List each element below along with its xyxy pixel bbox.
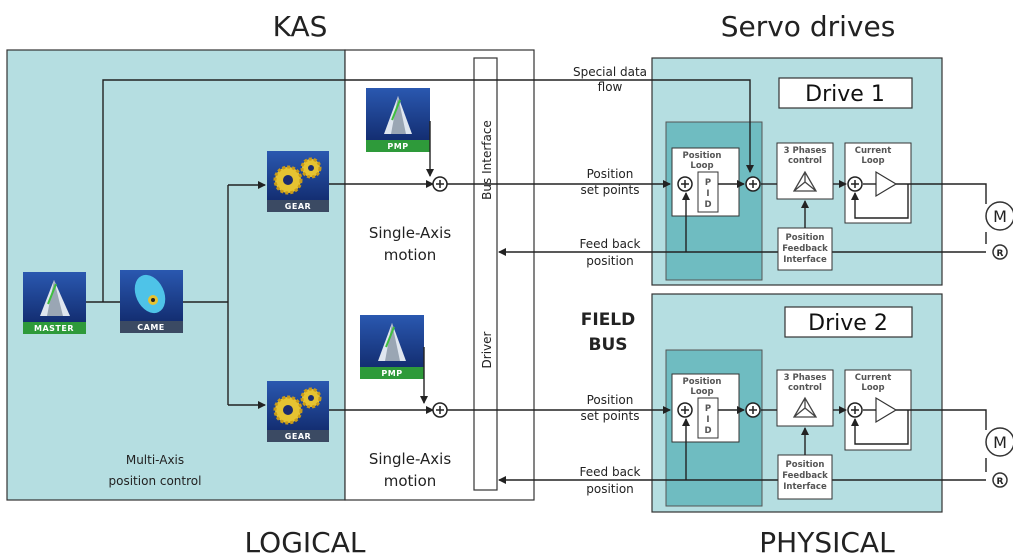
pmp-icon-top: PMP — [366, 88, 430, 152]
sum-junction-kas-bottom — [432, 402, 448, 418]
position-label-2-b: set points — [580, 409, 639, 423]
svg-text:Interface: Interface — [783, 255, 827, 265]
physical-title: PHYSICAL — [759, 526, 895, 558]
servo-title: Servo drives — [721, 10, 896, 43]
bus-interface-label: Bus Interface — [480, 120, 494, 200]
special-flow-label-1: Special data — [573, 65, 647, 79]
svg-text:Current: Current — [855, 373, 892, 383]
single-axis-label-1-b: motion — [384, 246, 437, 264]
multi-axis-label-1: Multi-Axis — [126, 453, 184, 467]
drive-2-title-box — [784, 306, 913, 338]
gear-label-top: GEAR — [285, 202, 311, 211]
svg-text:Loop: Loop — [861, 156, 884, 166]
feedback-label-2-b: position — [586, 482, 634, 496]
kas-wiring — [86, 79, 986, 484]
gear-label-bottom: GEAR — [285, 432, 311, 441]
svg-text:Position: Position — [786, 460, 825, 470]
field-bus-label-2: BUS — [588, 335, 627, 355]
pmp-label-bottom: PMP — [381, 369, 402, 378]
svg-text:Feedback: Feedback — [782, 471, 828, 481]
svg-text:I: I — [706, 415, 709, 425]
svg-text:I: I — [706, 189, 709, 199]
svg-text:Loop: Loop — [861, 383, 884, 393]
feedback-label-2-a: Feed back — [580, 465, 641, 479]
single-axis-label-2-a: Single-Axis — [369, 450, 452, 468]
single-axis-label-2-b: motion — [384, 472, 437, 490]
drive-2-title: Drive 2 — [808, 311, 888, 336]
motor-2-icon: M — [993, 433, 1007, 452]
gear-icon-top: GEAR — [267, 151, 329, 212]
svg-text:D: D — [704, 426, 711, 436]
multi-axis-label-2: position control — [109, 474, 202, 488]
svg-text:P: P — [705, 178, 711, 188]
svg-text:Loop: Loop — [690, 161, 713, 171]
drive-2-internals: Position Loop P I D 3 Phases control Cur… — [671, 369, 1013, 500]
sum-junction-kas-top — [432, 176, 448, 192]
pmp-icon-bottom: PMP — [360, 315, 424, 379]
feedback-label-1-a: Feed back — [580, 237, 641, 251]
drive-1-title-box — [778, 77, 913, 109]
svg-text:P: P — [705, 404, 711, 414]
single-axis-label-1-a: Single-Axis — [369, 224, 452, 242]
svg-text:Loop: Loop — [690, 387, 713, 397]
came-label: CAME — [137, 323, 165, 332]
bus-driver-bar — [473, 57, 498, 491]
svg-text:3 Phases: 3 Phases — [784, 373, 827, 383]
svg-text:Position: Position — [683, 377, 722, 387]
svg-text:Current: Current — [855, 146, 892, 156]
svg-text:Interface: Interface — [783, 482, 827, 492]
driver-label: Driver — [480, 331, 494, 368]
drive-1-internals: Position Loop P I D 3 Phases control Cur… — [671, 142, 1013, 271]
position-label-1-b: set points — [580, 183, 639, 197]
svg-text:control: control — [788, 383, 822, 393]
master-icon: MASTER — [23, 272, 86, 334]
svg-text:D: D — [704, 200, 711, 210]
position-label-2-a: Position — [587, 393, 634, 407]
feedback-label-1-b: position — [586, 254, 634, 268]
motor-1-icon: M — [993, 207, 1007, 226]
svg-text:3 Phases: 3 Phases — [784, 146, 827, 156]
master-label: MASTER — [34, 324, 74, 333]
kas-title: KAS — [273, 10, 328, 43]
logical-title: LOGICAL — [245, 526, 366, 558]
resolver-1-icon: R — [997, 249, 1004, 259]
special-flow-label-2: flow — [598, 80, 623, 94]
came-icon: CAME — [120, 270, 183, 333]
pmp-label-top: PMP — [387, 142, 408, 151]
svg-text:Position: Position — [786, 233, 825, 243]
svg-text:Feedback: Feedback — [782, 244, 828, 254]
resolver-2-icon: R — [997, 477, 1004, 487]
svg-text:Position: Position — [683, 151, 722, 161]
svg-text:control: control — [788, 156, 822, 166]
position-label-1-a: Position — [587, 167, 634, 181]
gear-icon-bottom: GEAR — [267, 381, 329, 442]
field-bus-label-1: FIELD — [581, 310, 636, 330]
drive-1-title: Drive 1 — [805, 82, 885, 107]
